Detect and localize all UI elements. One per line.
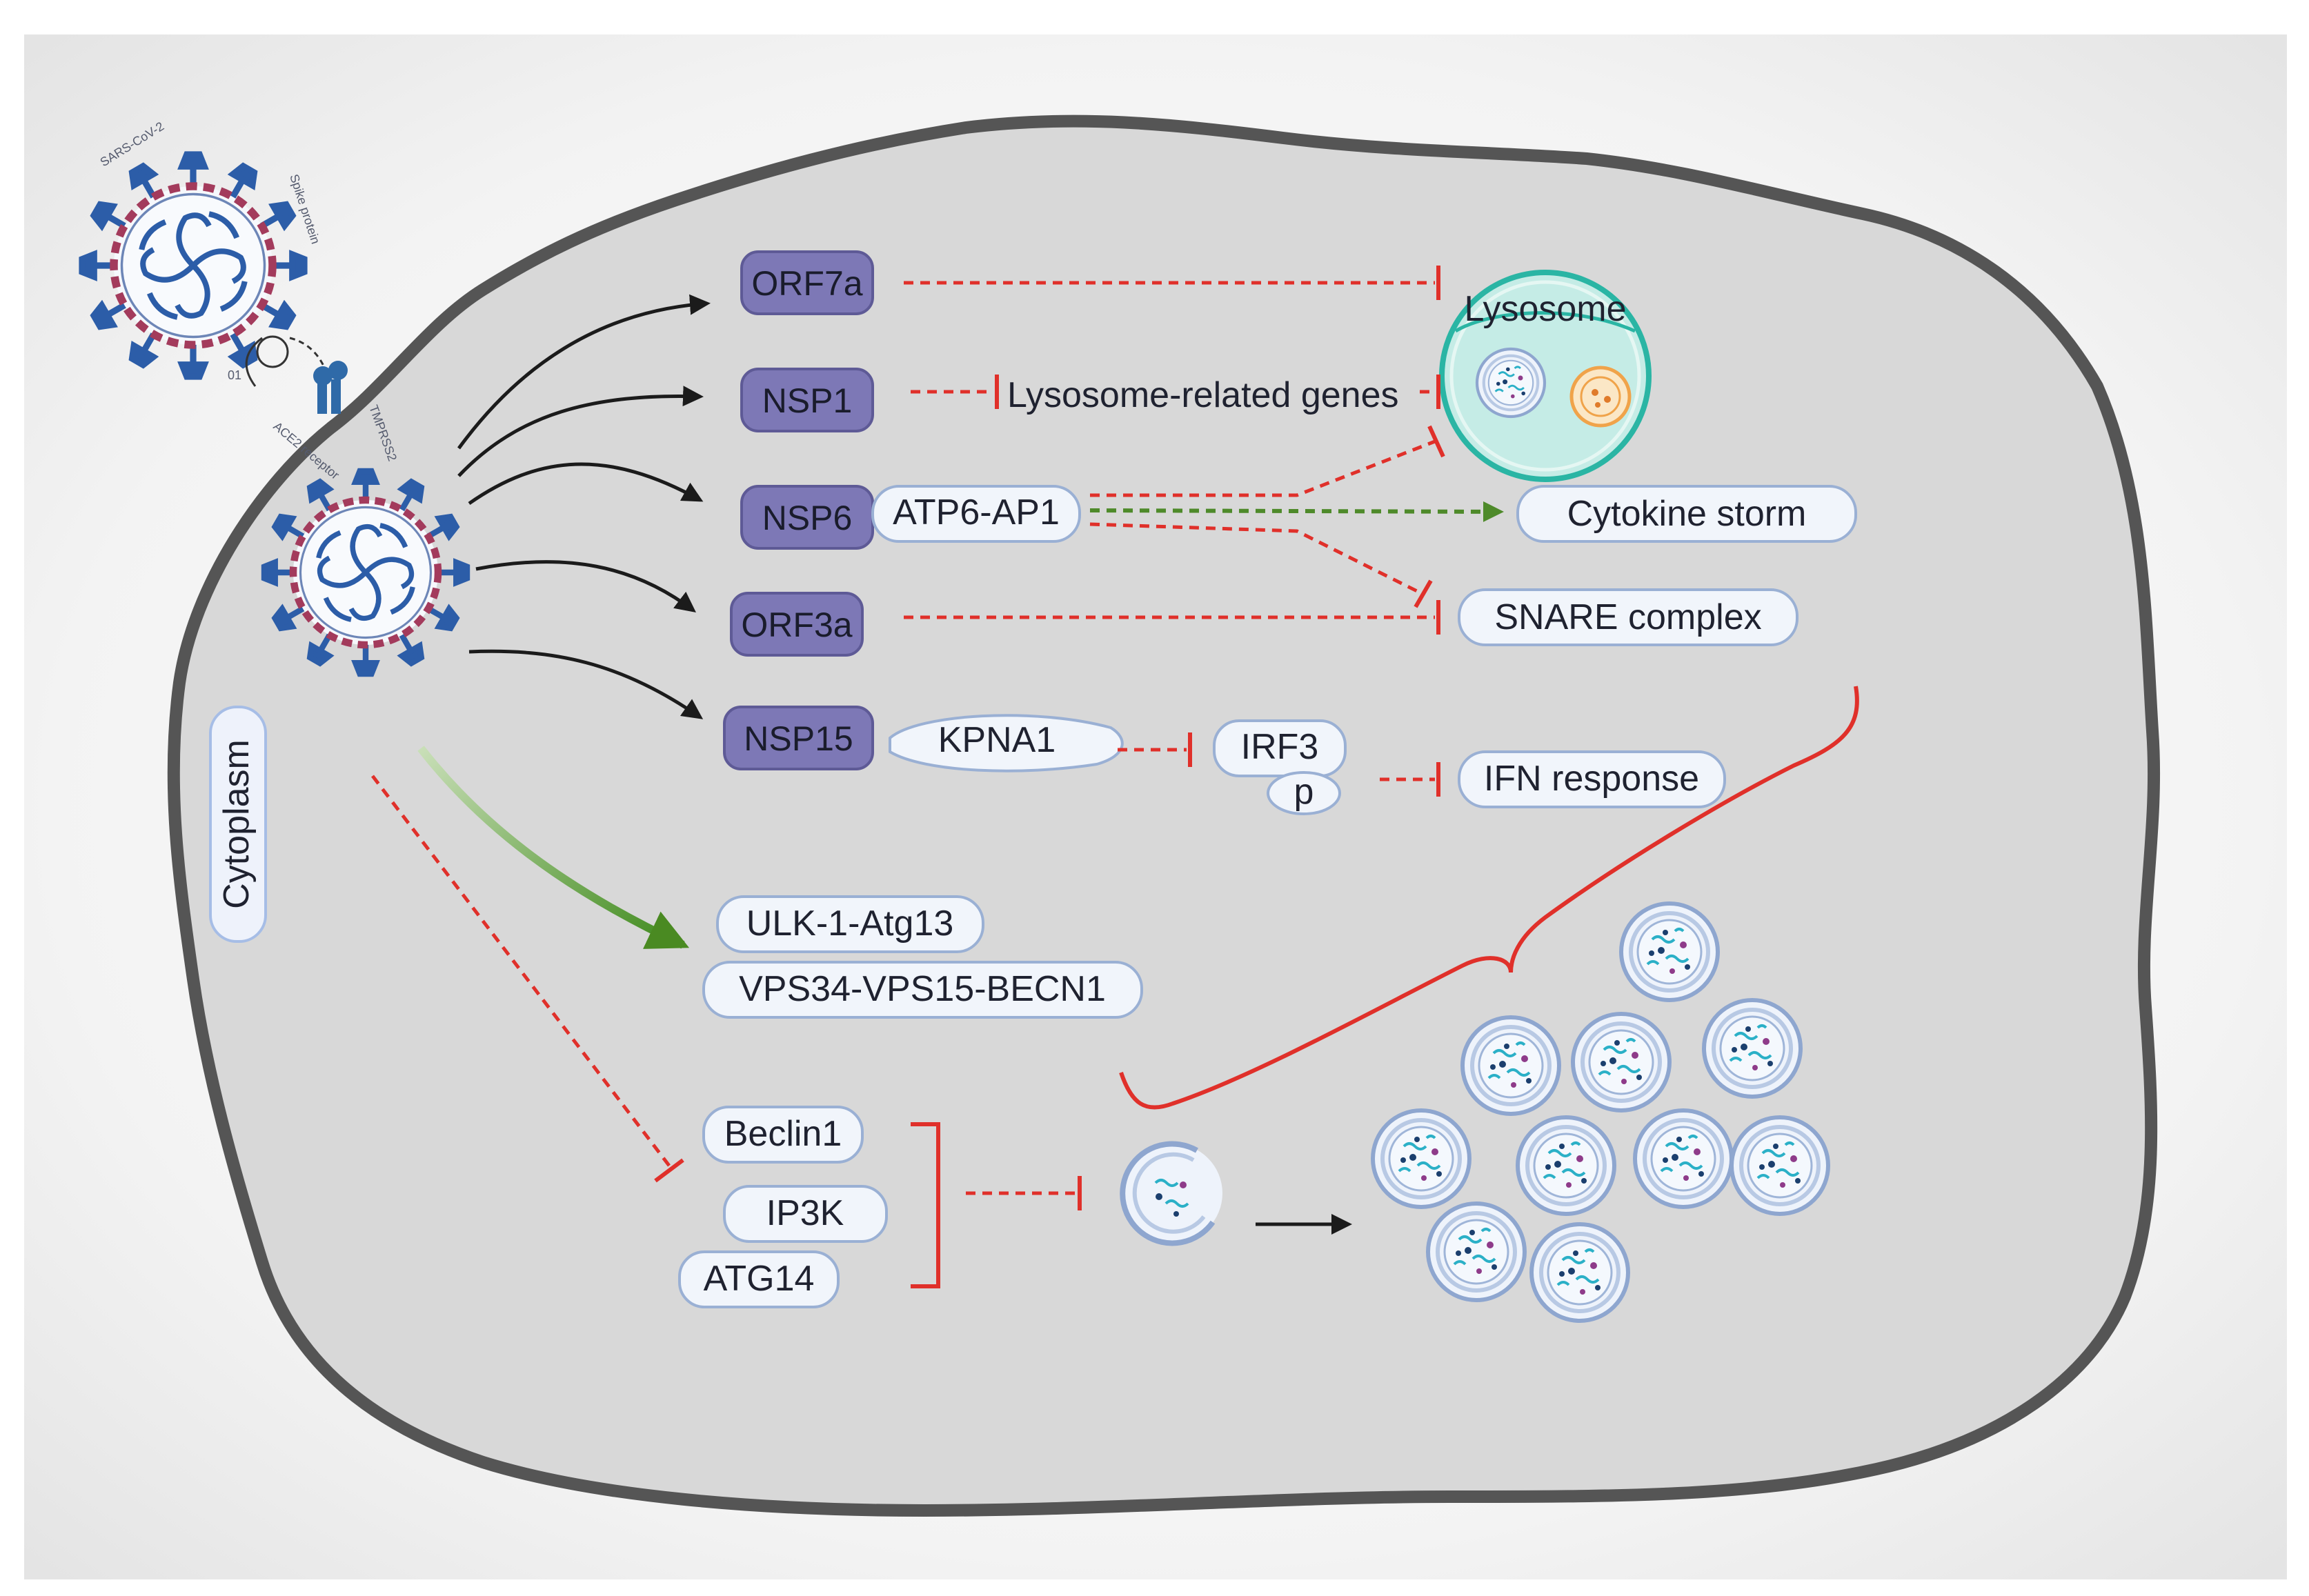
cytokine-storm-label: Cytokine storm	[1567, 494, 1807, 534]
beclin1-label: Beclin1	[724, 1114, 842, 1154]
viral-protein-label: NSP6	[762, 499, 853, 537]
autophagosome-icon	[1518, 1117, 1614, 1214]
beclin1-box: Beclin1	[702, 1106, 864, 1164]
arrow-to-nsp6	[468, 462, 704, 506]
arrow-to-nsp1	[457, 386, 704, 477]
autophagosome-icon	[1373, 1110, 1469, 1207]
vps34-complex-box: VPS34-VPS15-BECN1	[702, 961, 1143, 1019]
snare-complex-label: SNARE complex	[1494, 597, 1761, 637]
autophagy-induction-arrow	[417, 746, 690, 949]
lysosome-icon: Lysosome	[1439, 270, 1652, 482]
nsp6-inhibit-snare-line	[1089, 522, 1423, 595]
ifn-response-label: IFN response	[1484, 759, 1699, 799]
viral-protein-nsp15: NSP15	[723, 706, 874, 770]
phospho-ellipse: p	[1267, 771, 1341, 815]
inhibition-bars	[654, 266, 1445, 1210]
arrow-to-nsp15	[468, 649, 704, 719]
atp6ap1-box: ATP6-AP1	[871, 485, 1081, 543]
side-mark-label: 01	[228, 368, 241, 382]
cell-membrane	[167, 114, 2161, 1517]
vps34-complex-label: VPS34-VPS15-BECN1	[739, 969, 1106, 1009]
viral-protein-orf3a: ORF3a	[730, 592, 864, 657]
cytoplasm-label: Cytoplasm	[209, 706, 267, 943]
snare-complex-box: SNARE complex	[1458, 588, 1798, 646]
autophagosome-icon	[1532, 1224, 1628, 1321]
phospho-label: p	[1294, 772, 1314, 812]
autophagosome-icon	[1704, 1000, 1801, 1097]
lysosome-genes-label: Lysosome-related genes	[1007, 375, 1399, 415]
viral-protein-label: NSP15	[744, 719, 853, 758]
autophagosome-icon	[1732, 1117, 1828, 1214]
ulk1-atg13-label: ULK-1-Atg13	[746, 904, 954, 944]
viral-protein-nsp1: NSP1	[740, 368, 874, 432]
cytokine-activation-arrow	[1089, 501, 1504, 522]
lysosome-label: Lysosome	[1464, 289, 1626, 329]
ip3k-label: IP3K	[766, 1193, 844, 1233]
irf3-box: IRF3	[1213, 719, 1347, 777]
nsp6-inhibit-lysosome-line	[1090, 439, 1436, 497]
cytoplasm-text: Cytoplasm	[217, 739, 257, 909]
kpna1-shape: KPNA1	[889, 714, 1124, 772]
kpna1-label: KPNA1	[938, 720, 1056, 760]
arrow-to-orf7a	[457, 294, 711, 450]
phagophore-icon	[1120, 1141, 1222, 1246]
irf3-label: IRF3	[1241, 727, 1319, 767]
viral-protein-nsp6: NSP6	[740, 485, 874, 550]
atp6ap1-label: ATP6-AP1	[893, 492, 1060, 532]
ifn-response-box: IFN response	[1458, 750, 1726, 808]
arrow-to-orf3a	[475, 560, 696, 613]
atg14-box: ATG14	[678, 1250, 840, 1308]
autophagosome-icon	[1573, 1014, 1669, 1110]
pi3k-bracket	[911, 1122, 940, 1288]
entry-solid-arrow	[245, 337, 263, 387]
viral-protein-orf7a: ORF7a	[740, 250, 874, 315]
ace2-receptor-icon	[313, 361, 348, 414]
autophagosome-icon	[1621, 904, 1718, 1000]
viral-protein-label: ORF7a	[751, 264, 862, 303]
autophagosome-icon	[1635, 1110, 1732, 1207]
autophagosome-brace	[1119, 686, 1859, 1110]
cytokine-storm-box: Cytokine storm	[1516, 485, 1857, 543]
virus-to-protein-arrows	[457, 294, 711, 719]
autophagosome-icon	[1463, 1017, 1559, 1114]
ip3k-box: IP3K	[723, 1185, 888, 1243]
ulk1-atg13-box: ULK-1-Atg13	[716, 895, 984, 953]
atg14-label: ATG14	[704, 1259, 815, 1299]
binding-ring	[256, 335, 289, 368]
viral-protein-label: ORF3a	[741, 606, 852, 644]
viral-protein-label: NSP1	[762, 381, 853, 420]
autophagosome-icon	[1428, 1204, 1525, 1300]
inhibition-lines	[371, 281, 1436, 1195]
